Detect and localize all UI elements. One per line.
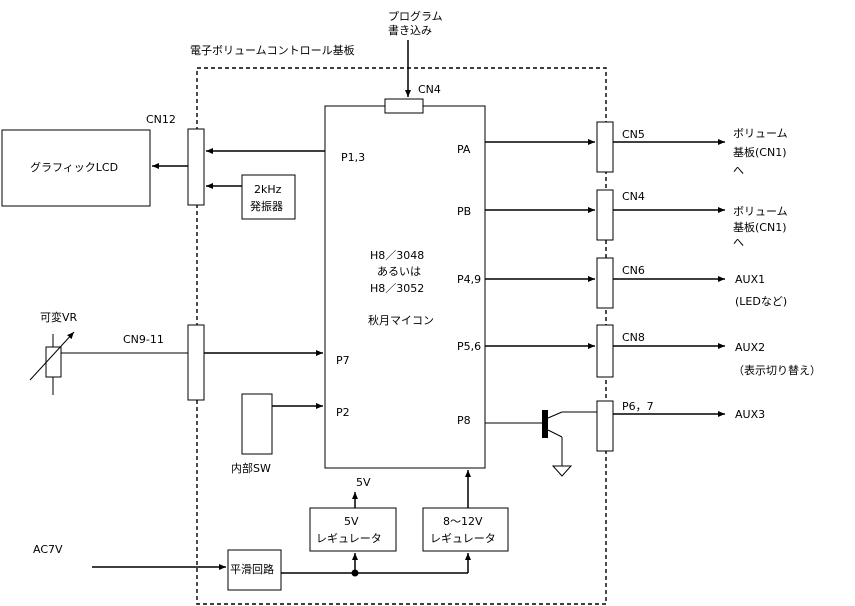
program-label-1: プログラム: [388, 9, 443, 23]
cn9-11-label: CN9-11: [123, 333, 164, 346]
mcu-cn4-connector: [384, 98, 424, 114]
vr-resistor: [45, 346, 62, 378]
out2-line3: へ: [733, 236, 744, 249]
port-pb: PB: [457, 205, 471, 218]
out1-line1: ボリューム: [733, 127, 788, 140]
smoothing-label: 平滑回路: [230, 563, 274, 576]
mcu-name-4: 秋月マイコン: [368, 313, 434, 327]
oscillator-label-1: 2kHz: [254, 183, 282, 196]
internal-sw-label: 内部SW: [231, 461, 271, 475]
port-p13: P1,3: [341, 151, 365, 164]
out-5v-label: 5V: [356, 476, 371, 489]
port-p49: P4,9: [457, 273, 481, 286]
lcd-label: グラフィックLCD: [30, 160, 118, 174]
program-label-2: 書き込み: [388, 23, 432, 37]
reg5-line1: 5V: [344, 515, 359, 528]
transistor-base: [542, 410, 548, 438]
board-boundary: [196, 67, 607, 605]
p67-connector: [596, 400, 614, 452]
cn12-label: CN12: [146, 113, 176, 126]
oscillator-label-2: 発振器: [250, 199, 283, 213]
cn6-connector: [596, 257, 614, 309]
p67-label: P6，7: [622, 400, 654, 413]
reg812-line2: レギュレータ: [430, 532, 496, 545]
vr-variable-arrow: [29, 331, 75, 381]
cn8-label: CN8: [622, 331, 645, 344]
reg5-line2: レギュレータ: [316, 532, 382, 545]
cn5-connector: [596, 121, 614, 173]
cn6-label: CN6: [622, 264, 645, 277]
cn4-out-connector: [596, 189, 614, 241]
reg812-line1: 8～12V: [443, 515, 483, 528]
mcu-name-2: あるいは: [377, 265, 421, 278]
port-p2: P2: [336, 406, 350, 419]
junction-dot: [351, 569, 359, 577]
cn8-connector: [596, 324, 614, 378]
lcd-box: [1, 129, 151, 207]
cn12-connector: [187, 128, 205, 206]
cn5-label: CN5: [622, 128, 645, 141]
out1-line2: 基板(CN1): [733, 145, 787, 159]
out4-line1: AUX2: [735, 341, 765, 354]
ground-symbol: [551, 465, 573, 477]
out2-line2: 基板(CN1): [733, 220, 787, 234]
out4-line2: （表示切り替え）: [733, 363, 821, 377]
port-pa: PA: [457, 143, 471, 156]
out5-line1: AUX3: [735, 408, 765, 421]
vr-label: 可変VR: [40, 310, 78, 324]
mcu-name-3: H8／3052: [370, 282, 424, 295]
reg812-box: [422, 507, 509, 552]
reg5-box: [309, 507, 397, 552]
mcu-cn4-label: CN4: [418, 83, 441, 96]
mcu-box: [324, 105, 486, 469]
out1-line3: へ: [733, 164, 744, 177]
port-p7: P7: [336, 354, 350, 367]
mcu-name-1: H8／3048: [370, 249, 424, 262]
transistor-emitter: [547, 429, 563, 438]
out2-line1: ボリューム: [733, 205, 788, 218]
input-ac7v: AC7V: [33, 543, 63, 556]
internal-sw-box: [241, 393, 273, 455]
oscillator-box: [241, 174, 296, 220]
out3-line2: (LEDなど): [735, 295, 787, 308]
port-p56: P5,6: [457, 340, 481, 353]
cn9-11-connector: [187, 324, 205, 401]
smoothing-box: [227, 549, 282, 591]
cn4-out-label: CN4: [622, 190, 645, 203]
port-p8: P8: [457, 414, 471, 427]
out3-line1: AUX1: [735, 273, 765, 286]
transistor-collector: [547, 411, 563, 419]
board-title: 電子ボリュームコントロール基板: [190, 43, 355, 57]
